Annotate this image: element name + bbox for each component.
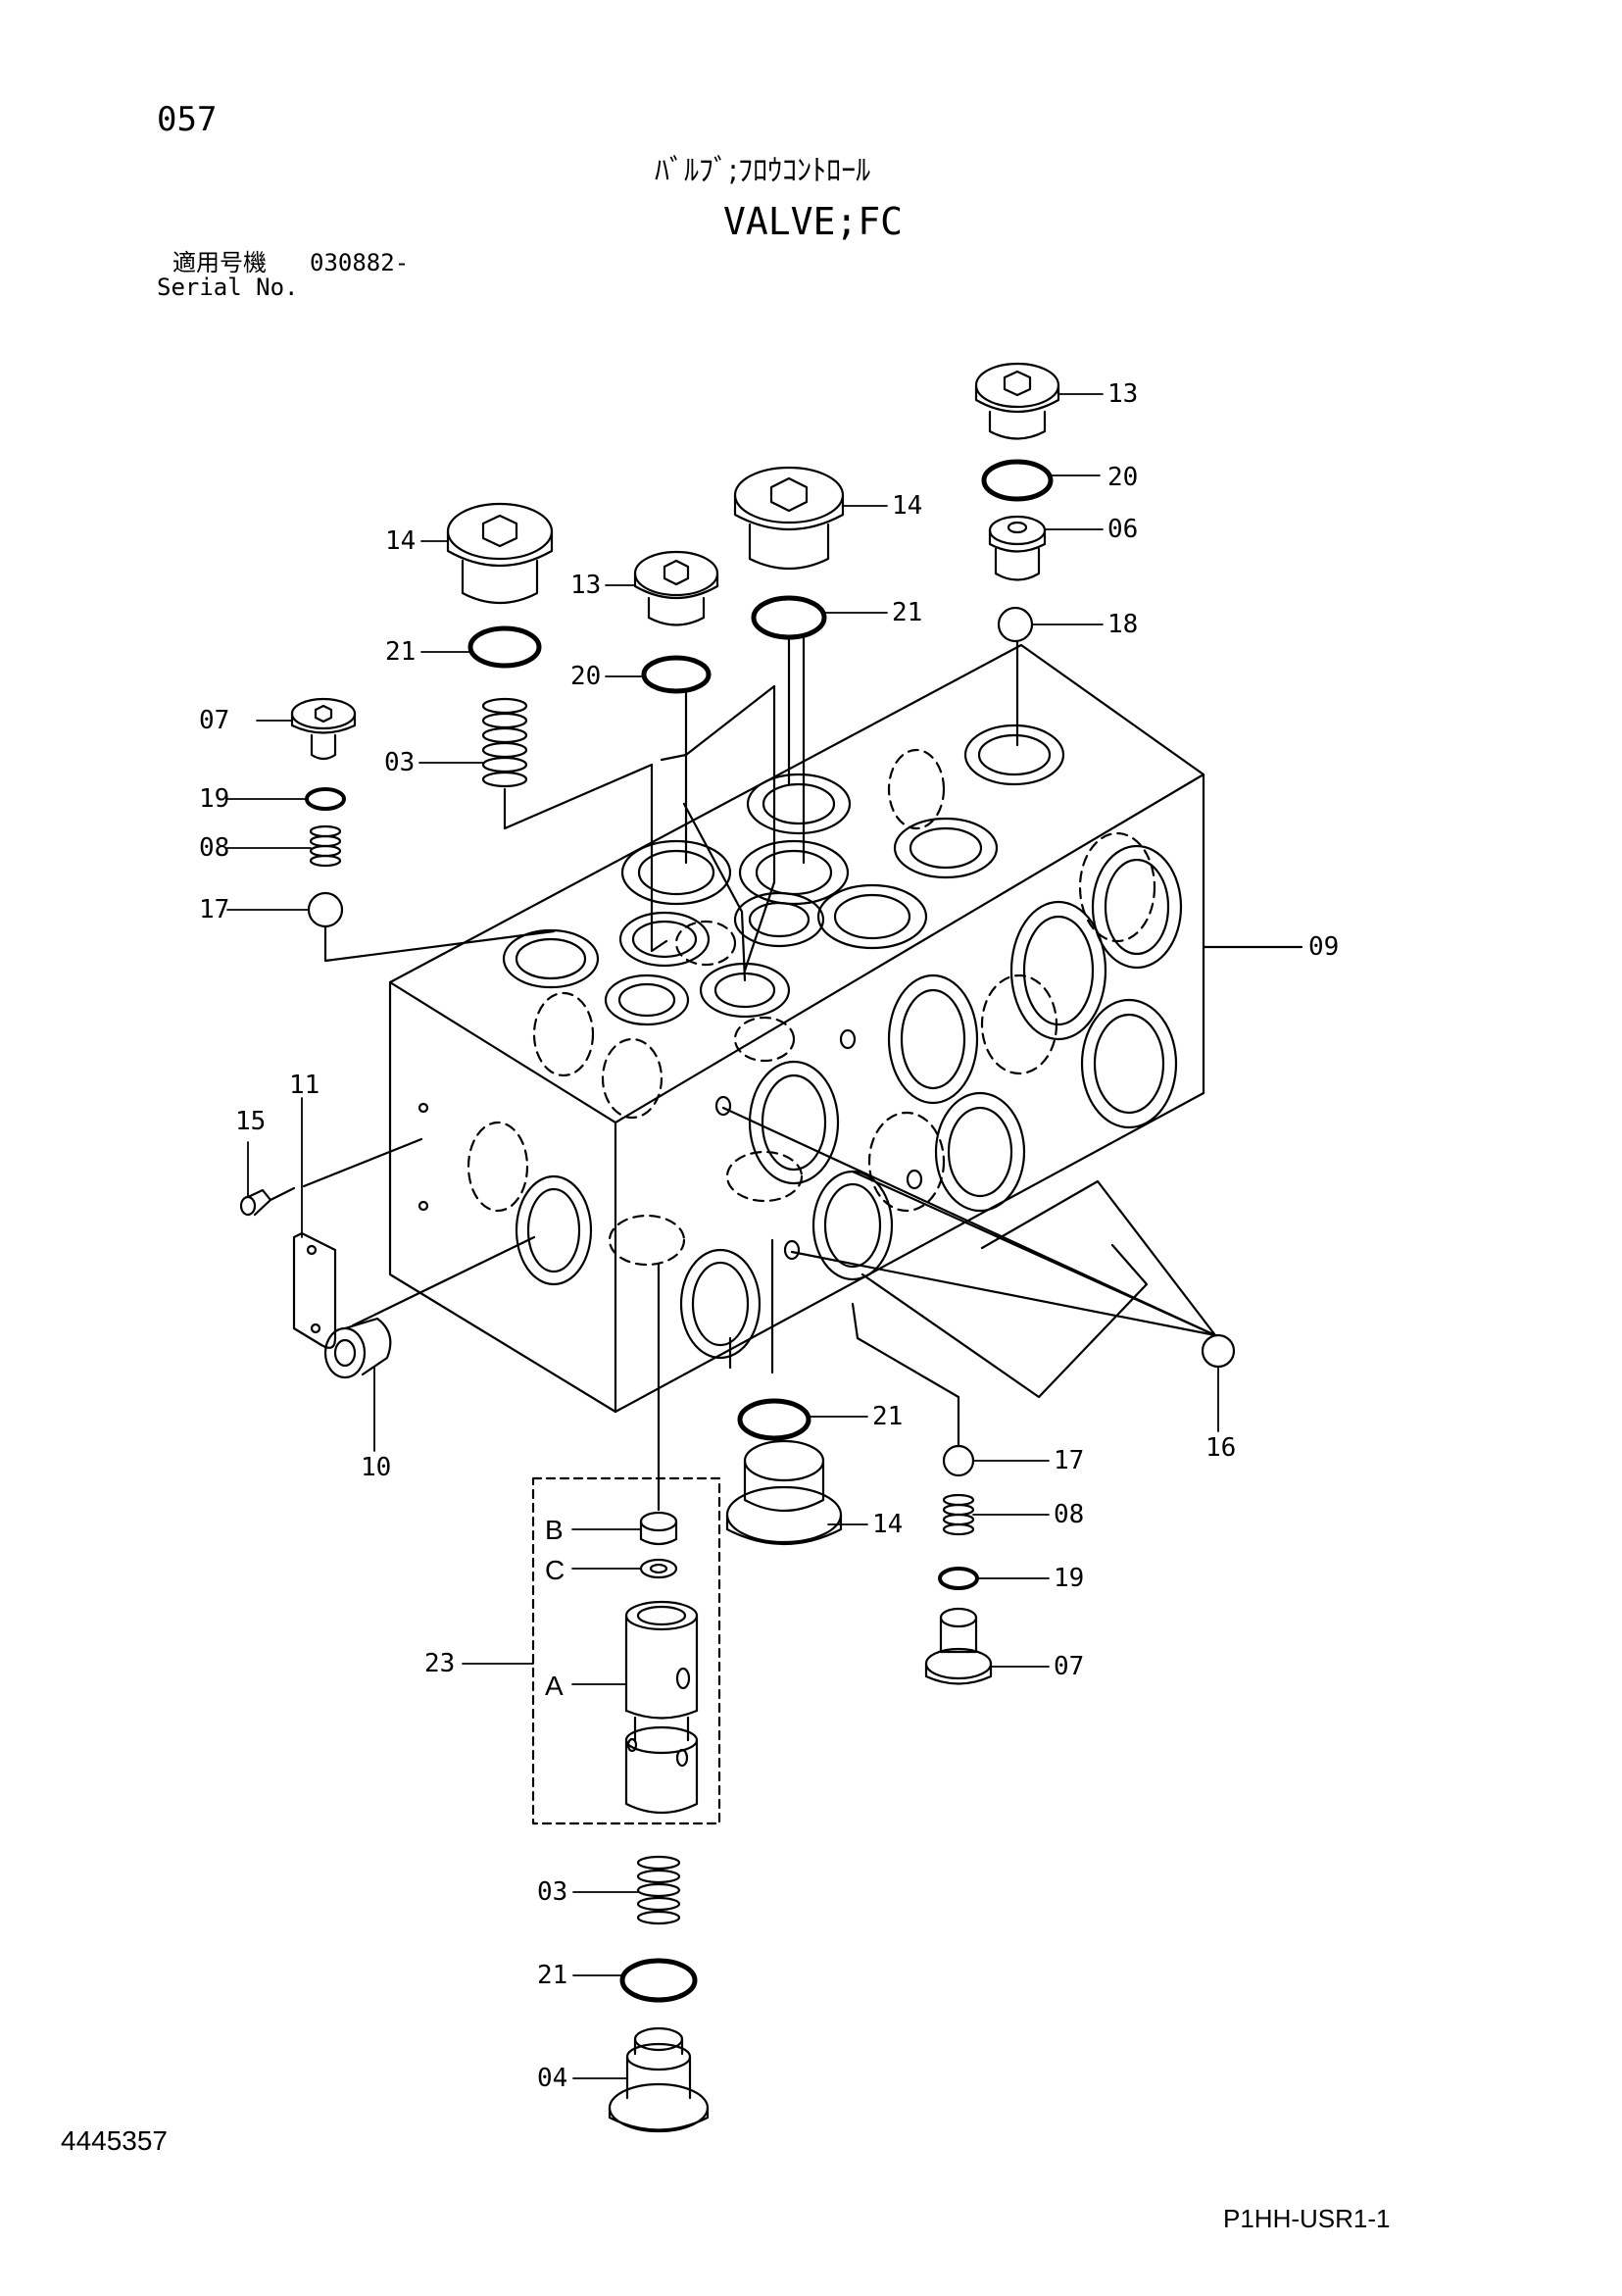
serial-label-english: Serial No. xyxy=(157,274,299,301)
valve-body xyxy=(388,643,1303,1414)
part-21-oring-bottom xyxy=(619,1958,698,2003)
part-20-oring-mid xyxy=(641,655,712,694)
part-18-ball xyxy=(997,606,1034,643)
title-japanese: ﾊﾞﾙﾌﾞ;ﾌﾛｳｺﾝﾄﾛｰﾙ xyxy=(655,154,871,188)
part-03-spring-bottom xyxy=(636,1855,681,1925)
callout-08: 08 xyxy=(199,833,229,863)
callout-19: 19 xyxy=(199,784,229,814)
callout-b: B xyxy=(545,1515,564,1545)
callout-04: 04 xyxy=(537,2064,567,2093)
document-number: 4445357 xyxy=(61,2125,169,2156)
callout-21: 21 xyxy=(537,1961,567,1990)
part-13-plug-mid xyxy=(633,550,719,626)
callout-c: C xyxy=(545,1555,565,1585)
part-13-plug-top-right xyxy=(974,362,1060,440)
callout-19: 19 xyxy=(1054,1564,1084,1593)
hidden-ports xyxy=(467,748,1156,1267)
part-11-cover xyxy=(292,1231,337,1349)
callout-15: 15 xyxy=(235,1107,266,1136)
callout-a: A xyxy=(545,1671,564,1701)
side-ports xyxy=(418,844,1183,1360)
title-english: VALVE;FC xyxy=(723,200,904,243)
part-19-oring-left xyxy=(305,787,346,811)
callout-21: 21 xyxy=(872,1402,903,1431)
leader-lines xyxy=(226,393,1219,2079)
serial-number-value: 030882- xyxy=(310,249,410,276)
callout-14: 14 xyxy=(385,526,416,556)
part-15-screw xyxy=(239,1186,296,1217)
callout-14: 14 xyxy=(872,1510,903,1539)
part-07-plug-right xyxy=(924,1607,993,1685)
callout-20: 20 xyxy=(570,662,601,691)
part-10-plug xyxy=(323,1317,392,1379)
callout-07: 07 xyxy=(1054,1652,1084,1681)
page-number: 057 xyxy=(157,100,218,139)
part-07-plug-left xyxy=(290,697,357,761)
part-08-spring-right xyxy=(942,1493,975,1536)
guide-lines xyxy=(302,635,1217,1512)
part-23-c-washer xyxy=(639,1558,678,1579)
callout-08: 08 xyxy=(1054,1500,1084,1529)
callout-03: 03 xyxy=(537,1877,567,1907)
part-23-a-spool xyxy=(624,1600,699,1814)
part-21-oring-center xyxy=(751,595,827,640)
part-21-oring-left xyxy=(467,625,542,669)
callout-13: 13 xyxy=(1107,379,1138,409)
sheet-code: P1HH-USR1-1 xyxy=(1223,2204,1391,2233)
callout-13: 13 xyxy=(570,571,601,600)
part-04-plug xyxy=(608,2026,710,2133)
part-23-b-seat xyxy=(639,1511,678,1546)
part-08-spring-left xyxy=(309,824,342,868)
callout-06: 06 xyxy=(1107,515,1138,544)
callout-17: 17 xyxy=(199,895,229,924)
part-19-oring-right xyxy=(938,1567,979,1590)
part-14-plug-low xyxy=(725,1439,843,1546)
serial-label-japanese: 適用号機 xyxy=(172,249,267,276)
callout-16: 16 xyxy=(1205,1433,1236,1463)
callout-14: 14 xyxy=(892,491,922,521)
part-21-oring-low xyxy=(737,1398,811,1441)
part-06-plug xyxy=(988,515,1047,581)
part-03-spring-top xyxy=(481,697,528,788)
callout-11: 11 xyxy=(289,1071,319,1100)
callout-03: 03 xyxy=(384,748,415,777)
callout-23: 23 xyxy=(424,1649,455,1678)
callout-21: 21 xyxy=(892,598,922,627)
callout-21: 21 xyxy=(385,637,416,667)
part-14-plug-left xyxy=(446,502,554,605)
part-17-ball-left xyxy=(307,891,344,928)
callout-18: 18 xyxy=(1107,610,1138,639)
top-ports xyxy=(502,724,1065,1026)
part-17-ball-right xyxy=(942,1444,975,1477)
callout-07: 07 xyxy=(199,706,229,735)
callout-20: 20 xyxy=(1107,463,1138,492)
part-16-ball xyxy=(1201,1333,1236,1369)
callout-09: 09 xyxy=(1308,932,1339,962)
part-23-assembly-box xyxy=(531,1476,721,1825)
callout-labels: 13 20 06 18 14 21 14 13 21 20 07 03 19 0… xyxy=(199,379,1339,2093)
part-20-oring-top xyxy=(981,459,1054,502)
part-14-plug-center xyxy=(733,466,845,571)
callout-17: 17 xyxy=(1054,1446,1084,1475)
callout-10: 10 xyxy=(361,1453,391,1482)
